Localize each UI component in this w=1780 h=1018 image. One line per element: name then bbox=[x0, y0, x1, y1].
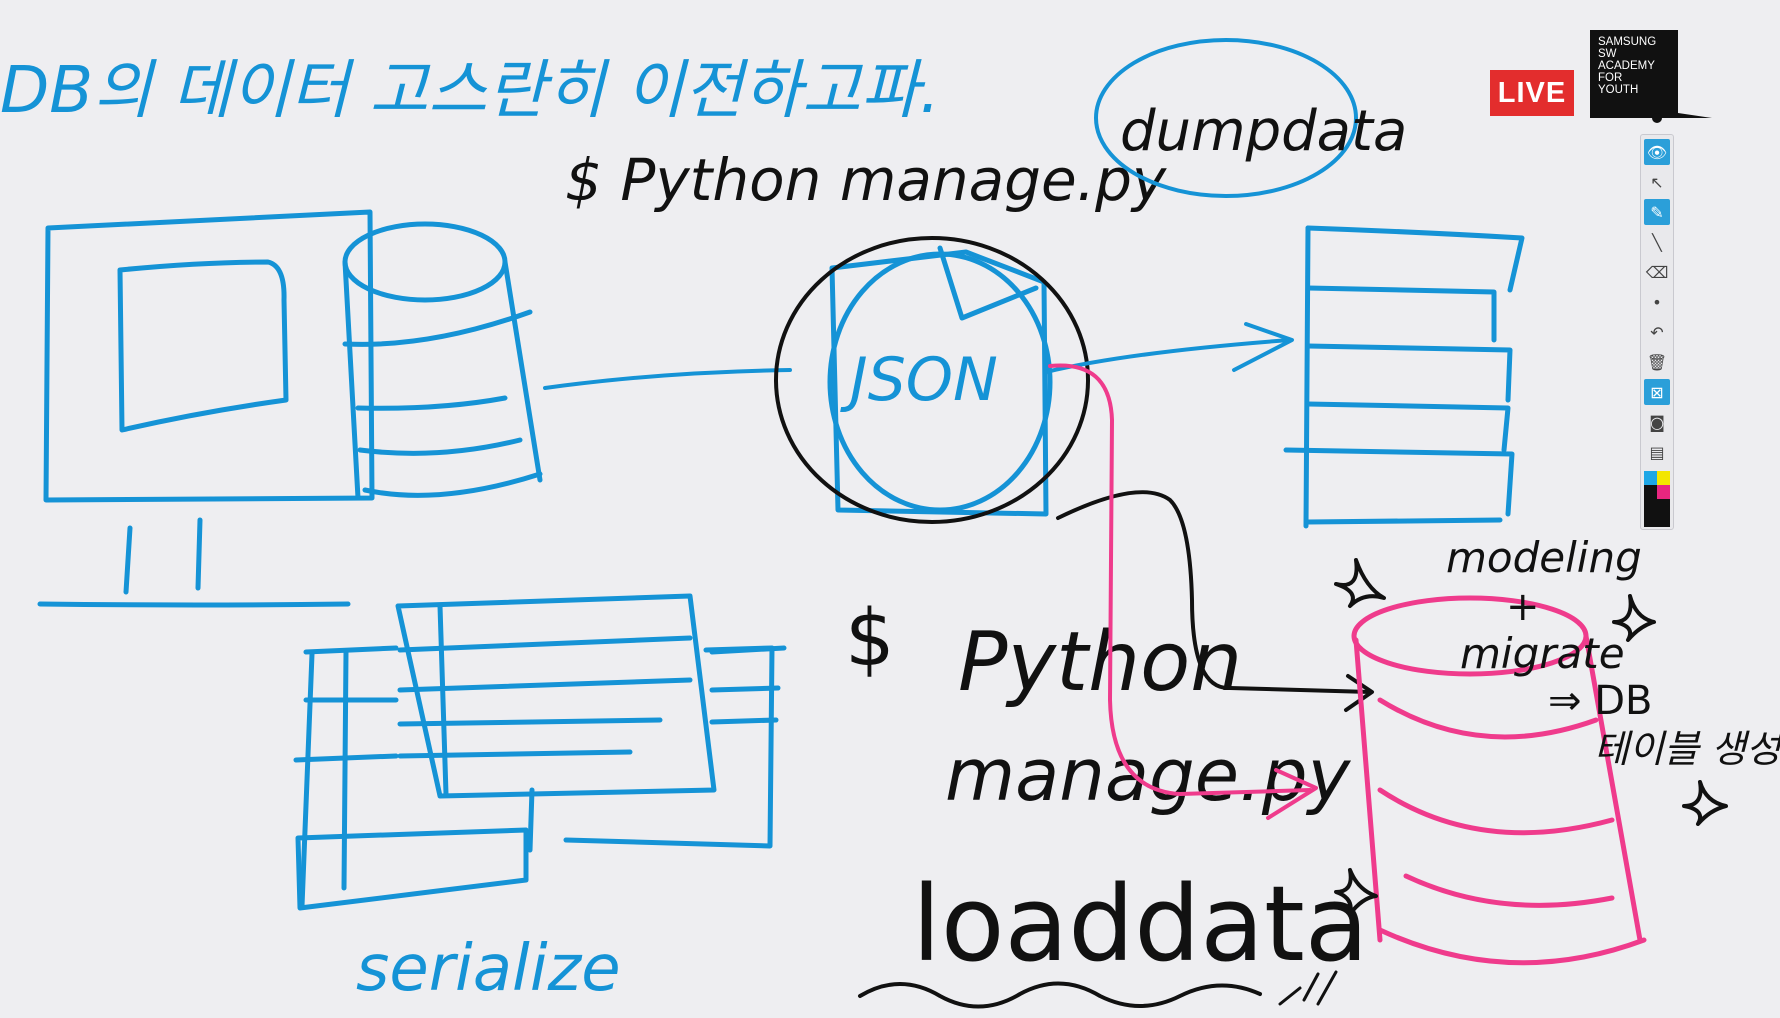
trash-icon[interactable]: 🗑 bbox=[1646, 352, 1668, 372]
cursor-icon[interactable]: ↖ bbox=[1650, 172, 1664, 192]
logo-line: SW bbox=[1598, 48, 1617, 60]
pen-cursor-icon bbox=[1278, 970, 1338, 1006]
eraser-icon[interactable]: ⌫ bbox=[1645, 262, 1669, 282]
dumpdata-text: dumpdata bbox=[1120, 99, 1407, 164]
clipboard-icon[interactable]: ▤ bbox=[1649, 442, 1665, 462]
arrow-db-to-json bbox=[543, 368, 792, 390]
eye-icon[interactable]: 👁 bbox=[1644, 139, 1670, 165]
heading-text: DB의 데이터 고스란히 이전하고파. bbox=[0, 54, 940, 128]
live-badge: LIVE bbox=[1490, 70, 1574, 116]
color-palette bbox=[1644, 471, 1670, 527]
clear-icon[interactable]: ⊠ bbox=[1644, 379, 1670, 405]
source-database-drawing bbox=[342, 221, 543, 501]
loaddata-text: loaddata bbox=[912, 863, 1369, 985]
table-create-label: 테이블 생성 bbox=[1594, 727, 1780, 771]
target-table-drawing bbox=[1283, 225, 1525, 529]
dot-icon[interactable]: • bbox=[1652, 292, 1662, 312]
annotation-toolbar: 👁 ↖ ✎ ╲ ⌫ • ↶ 🗑 ⊠ ◙ ▤ bbox=[1640, 134, 1674, 530]
json-label: JSON bbox=[840, 345, 998, 415]
arrow-json-to-db-pink bbox=[1048, 363, 1312, 796]
arrow-head-pink bbox=[1266, 768, 1318, 820]
arrow-json-to-db-black bbox=[1056, 490, 1372, 694]
modeling-label: modeling bbox=[1446, 533, 1642, 582]
monitor-drawing bbox=[37, 209, 375, 608]
logo-line: SAMSUNG bbox=[1598, 36, 1657, 48]
ssafy-logo: SAMSUNG SW ACADEMY FOR YOUTH bbox=[1590, 30, 1678, 118]
dump-command-text: $ Python manage.py bbox=[565, 146, 1167, 214]
highlighter-icon[interactable]: ✎ bbox=[1644, 199, 1670, 225]
color-swatch[interactable] bbox=[1644, 471, 1657, 485]
line-icon[interactable]: ╲ bbox=[1652, 232, 1662, 252]
arrow-db-label: ⇒ DB bbox=[1548, 678, 1652, 724]
plus-label: + bbox=[1506, 584, 1540, 630]
load-dollar-text: $ bbox=[845, 594, 895, 684]
undo-icon[interactable]: ↶ bbox=[1650, 322, 1664, 342]
serialize-sheets-drawing bbox=[293, 593, 787, 911]
toolbar-drag-handle[interactable] bbox=[1652, 113, 1662, 123]
json-file-drawing bbox=[827, 245, 1053, 517]
logo-line: FOR bbox=[1598, 72, 1623, 84]
serialize-label: serialize bbox=[356, 932, 621, 1006]
logo-line: YOUTH bbox=[1598, 84, 1639, 96]
camera-icon[interactable]: ◙ bbox=[1649, 412, 1665, 432]
color-swatch[interactable] bbox=[1644, 485, 1657, 499]
sparkle-decorations bbox=[1334, 558, 1728, 916]
json-black-circle bbox=[774, 236, 1090, 524]
logo-line: ACADEMY bbox=[1598, 60, 1655, 72]
dumpdata-circle bbox=[1094, 38, 1358, 198]
arrow-head-black bbox=[1344, 674, 1374, 712]
color-swatch[interactable] bbox=[1657, 485, 1670, 499]
color-swatch[interactable] bbox=[1657, 471, 1670, 485]
target-database-drawing bbox=[1351, 595, 1647, 966]
loaddata-underline bbox=[858, 981, 1262, 1009]
migrate-label: migrate bbox=[1460, 629, 1625, 678]
color-swatch-large[interactable] bbox=[1644, 499, 1670, 527]
